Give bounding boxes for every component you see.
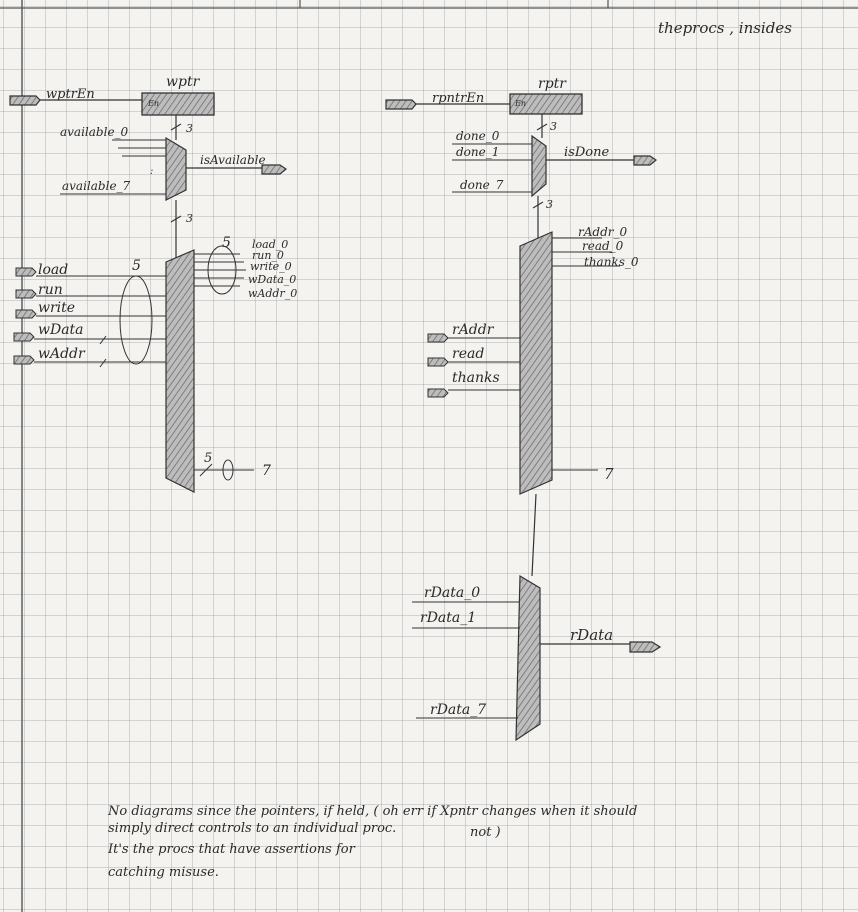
write-label: write — [38, 300, 75, 316]
is-done-mux — [531, 134, 547, 198]
input-group-count: 5 — [132, 258, 141, 274]
is-available-label: isAvailable — [200, 153, 266, 167]
ctrl-out-last-label: 7 — [262, 463, 271, 479]
run-0-label: run_0 — [252, 249, 284, 262]
wdata-label: wData — [38, 322, 84, 338]
thanks-port-icon — [427, 388, 449, 398]
note-line-2: simply direct controls to an individual … — [108, 821, 397, 836]
bus-slash — [99, 335, 107, 345]
wdata-port-icon — [13, 332, 35, 342]
bus-slash — [532, 201, 544, 209]
rptr-en-pin-label: En — [514, 99, 526, 108]
wptr-register — [141, 92, 215, 116]
read-port-icon — [427, 357, 449, 367]
wptr-en-label: wptrEn — [46, 87, 95, 102]
bus-slash — [170, 215, 182, 223]
wptr-bus-width-top: 3 — [186, 122, 193, 135]
waddr-0-label: wAddr_0 — [248, 287, 297, 300]
rdata-label: rData — [570, 626, 613, 644]
read-ctrl-demux — [519, 231, 553, 495]
thanks-0-label: thanks_0 — [584, 255, 639, 269]
is-available-mux — [165, 136, 187, 201]
available-7-label: available_7 — [62, 179, 131, 193]
raddr-label: rAddr — [452, 322, 495, 338]
wptr-register-label: wptr — [166, 74, 201, 90]
load-0-label: load_0 — [252, 238, 288, 251]
note-line-2b: not ) — [470, 825, 501, 840]
note-line-4: catching misuse. — [108, 865, 219, 880]
read-0-label: read_0 — [582, 239, 624, 253]
output-group-count: 5 — [222, 235, 231, 251]
run-port-icon — [15, 289, 37, 299]
bus-slash — [536, 123, 548, 131]
done-7-label: done_7 — [460, 178, 504, 192]
wptr-en-port-icon — [9, 95, 41, 106]
is-done-port-icon — [633, 155, 658, 166]
raddr-port-icon — [427, 333, 449, 343]
is-done-label: isDone — [564, 145, 609, 160]
wdata-0-label: wData_0 — [248, 273, 296, 286]
wptr-en-pin-label: En — [147, 99, 159, 108]
read-ctrl-out-last-label: 7 — [604, 465, 614, 483]
rptr-en-label: rpntrEn — [432, 91, 484, 106]
rdata-0-label: rData_0 — [424, 585, 480, 601]
out-bundle-count: 5 — [204, 451, 212, 466]
load-label: load — [38, 262, 68, 278]
rptr-register-label: rptr — [538, 76, 567, 92]
rptr-en-port-icon — [385, 99, 417, 110]
load-port-icon — [15, 267, 37, 277]
thanks-label: thanks — [452, 370, 500, 386]
write-port-icon — [15, 309, 37, 319]
page-title: theprocs , insides — [658, 19, 792, 37]
is-available-port-icon — [261, 164, 288, 175]
rdata-1-label: rData_1 — [420, 610, 476, 626]
write-ctrl-demux — [165, 249, 195, 493]
read-label: read — [452, 346, 484, 362]
write-side: wptrEn En wptr 3 available_0 : available… — [9, 74, 297, 493]
bus-slash — [199, 463, 213, 477]
run-label: run — [38, 282, 63, 298]
write-0-label: write_0 — [250, 260, 292, 273]
bus-slash — [170, 123, 182, 131]
note-line-3: It's the procs that have assertions for — [108, 842, 355, 857]
rdata-7-label: rData_7 — [430, 702, 486, 718]
bus-slash — [99, 358, 107, 368]
done-1-label: done_1 — [456, 145, 499, 159]
wptr-bus-width-mid: 3 — [186, 212, 193, 225]
rptr-bus-bottom — [531, 493, 537, 577]
available-0-label: available_0 — [60, 125, 129, 139]
note-line-1: No diagrams since the pointers, if held,… — [108, 804, 638, 819]
waddr-port-icon — [13, 355, 35, 365]
input-group-ellipse — [119, 275, 153, 365]
rptr-bus-width-mid: 3 — [546, 198, 553, 211]
raddr-0-label: rAddr_0 — [578, 225, 628, 239]
read-side: rpntrEn En rptr 3 done_0 done_1 done_7 i… — [385, 76, 662, 742]
done-0-label: done_0 — [456, 129, 500, 143]
waddr-label: wAddr — [38, 346, 86, 362]
rdata-port-icon — [629, 641, 662, 653]
out-bundle-ellipse — [222, 459, 234, 481]
rptr-bus-width-top: 3 — [550, 120, 557, 133]
rptr-register — [509, 93, 583, 115]
output-group-ellipse — [207, 245, 237, 295]
ellipsis-dots: : — [150, 166, 153, 177]
rdata-mux — [515, 574, 541, 742]
